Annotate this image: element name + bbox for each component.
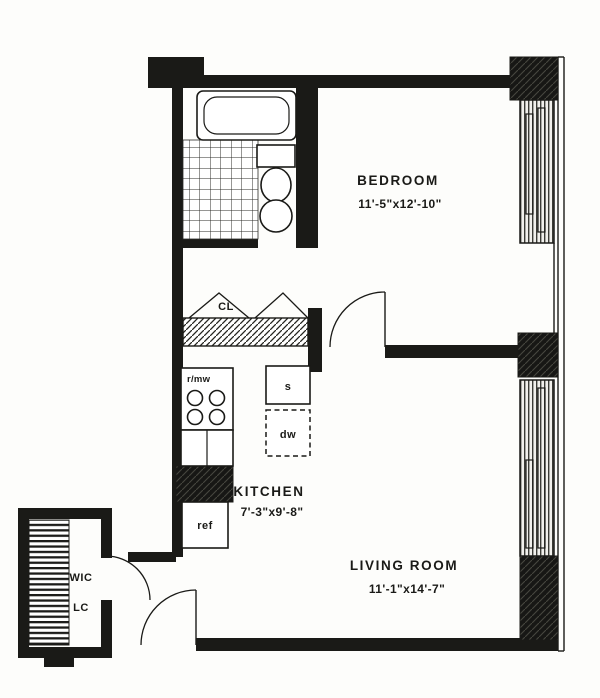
wic-label: WIC [70,572,93,584]
room-labels: BEDROOM 11'-5"x12'-10" KITCHEN 7'-3"x9'-… [233,173,458,596]
bathtub [196,90,297,141]
range-microwave: r/mw [180,367,234,431]
burner-icon [208,389,226,407]
living-room-window [519,379,555,557]
refrigerator: ref [181,501,229,549]
hall-closet: CL [182,292,309,347]
wall-block-bottom-right [519,555,559,641]
wic-shelves [28,519,70,646]
wall-left [172,75,183,557]
wic-wall-left [18,508,29,658]
burner-icon [186,408,204,426]
doors [105,291,386,646]
dishwasher-label: dw [280,429,296,441]
wall-bottom [196,638,558,651]
refrigerator-label: ref [197,520,213,532]
walls [18,56,559,667]
wic-wall-right-upper [101,508,112,558]
kitchen-dimensions: 7'-3"x9'-8" [241,505,304,519]
wic-wall-right-lower [101,600,112,658]
kitchen-label: KITCHEN [233,484,304,499]
range-microwave-label: r/mw [187,374,211,385]
bedroom-label: BEDROOM [357,173,439,188]
wic-wall-notch [44,658,74,667]
bathroom [182,90,297,240]
closet-rod-symbol-right [254,292,309,319]
wall-bathroom-bedroom [296,88,318,248]
burner-icon [186,389,204,407]
bedroom-window [519,99,555,244]
dishwasher: dw [265,409,311,457]
bedroom-door [329,291,386,348]
closet-shelf-strip [182,317,309,347]
wall-bedroom-living [385,345,520,358]
closet-rod-symbol-left [188,292,250,319]
wall-block-mid-right [517,332,559,378]
bathroom-sink [259,199,293,233]
entry-door [140,589,197,646]
kitchen-counter [180,429,234,467]
kitchen-counter-block [175,465,234,503]
bedroom-dimensions: 11'-5"x12'-10" [358,197,441,211]
linen-closet-label: LC [73,602,89,614]
wic-door [105,555,151,601]
wic-wall-bottom [18,647,112,658]
living-room-dimensions: 11'-1"x14'-7" [369,582,445,596]
kitchen-fixtures: r/mw s dw ref [180,365,311,549]
walk-in-closet: WIC LC [28,519,93,646]
wall-top [172,75,510,88]
entry-hall-wall [128,552,176,562]
kitchen-sink: s [265,365,311,405]
wall-block-top-right [509,56,559,101]
bathroom-tile-floor [182,139,259,240]
living-room-label: LIVING ROOM [350,558,458,573]
hall-closet-label: CL [218,301,234,313]
wall-closet-stub [308,308,322,372]
kitchen-sink-label: s [285,381,292,393]
toilet [256,144,296,203]
wic-wall-top [18,508,112,519]
wall-bathroom-bottom [183,239,258,248]
burner-icon [208,408,226,426]
